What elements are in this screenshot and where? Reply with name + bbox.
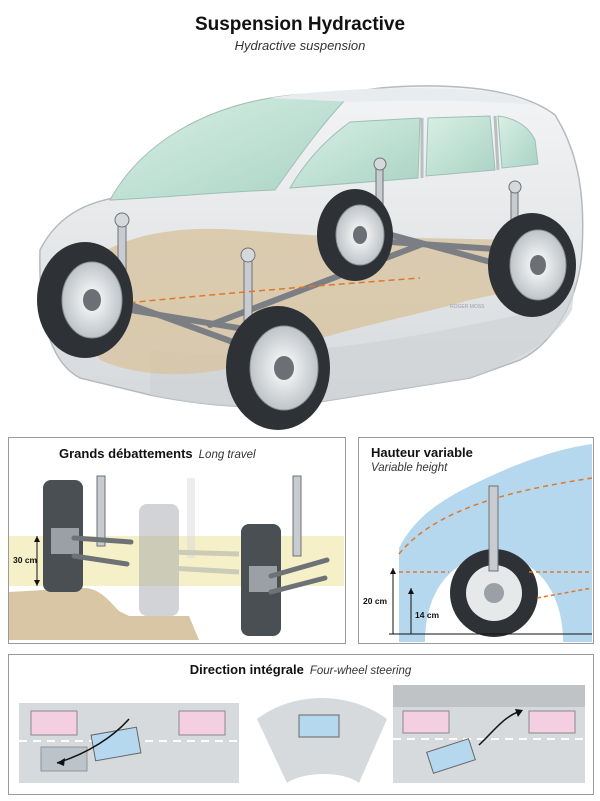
steering-panel: Direction intégrale Four-wheel steering bbox=[8, 654, 594, 795]
wheel-front-left bbox=[37, 242, 133, 358]
wheel-rear-right bbox=[488, 213, 576, 317]
variable-height-subtitle: Variable height bbox=[371, 462, 448, 474]
chassis-frame bbox=[60, 228, 545, 375]
height-low-label: 14 cm bbox=[415, 610, 440, 620]
shock-left-icon bbox=[96, 475, 106, 547]
steering-subtitle: Four-wheel steering bbox=[309, 665, 412, 677]
side-window-middle bbox=[425, 115, 496, 177]
hero-car-illustration: ROGER MOSS bbox=[37, 85, 584, 430]
variable-height-panel: Hauteur variable Variable height 20 cm 1… bbox=[358, 437, 594, 644]
height-high-label: 20 cm bbox=[363, 596, 388, 606]
tight-turn-scenario bbox=[257, 698, 387, 783]
steering-title: Direction intégrale bbox=[189, 662, 304, 677]
wheel-neutral-icon bbox=[139, 478, 240, 616]
lane-change-scenario bbox=[393, 685, 585, 783]
lane-car-rear-icon bbox=[528, 710, 576, 734]
turning-car-icon bbox=[298, 714, 340, 738]
travel-dimension-label: 30 cm bbox=[13, 555, 38, 565]
shock-right-icon bbox=[292, 475, 302, 557]
ground-bump bbox=[9, 587, 199, 640]
lane-car-front-icon bbox=[402, 710, 450, 734]
side-window-rear bbox=[497, 115, 539, 169]
wheel-rear-left bbox=[317, 189, 393, 281]
wheel-front-right bbox=[226, 306, 330, 430]
lane-change-car-icon bbox=[426, 738, 476, 774]
variable-height-diagram bbox=[389, 444, 592, 642]
long-travel-subtitle: Long travel bbox=[198, 449, 256, 461]
strut-icon bbox=[488, 485, 499, 572]
page-title: Suspension Hydractive bbox=[194, 14, 406, 35]
long-travel-diagram bbox=[9, 475, 344, 640]
long-travel-panel: Grands débattements Long travel 30 cm bbox=[8, 437, 346, 644]
parked-car-front-icon bbox=[30, 710, 78, 736]
parked-car-rear-icon bbox=[178, 710, 226, 736]
long-travel-title: Grands débattements bbox=[59, 446, 193, 461]
side-window-front bbox=[289, 117, 421, 189]
page-subtitle: Hydractive suspension bbox=[234, 38, 366, 53]
parking-scenario bbox=[19, 703, 239, 783]
steering-diagram bbox=[19, 685, 585, 783]
variable-height-title: Hauteur variable bbox=[371, 445, 473, 460]
illustrator-credit: ROGER MOSS bbox=[450, 304, 485, 310]
